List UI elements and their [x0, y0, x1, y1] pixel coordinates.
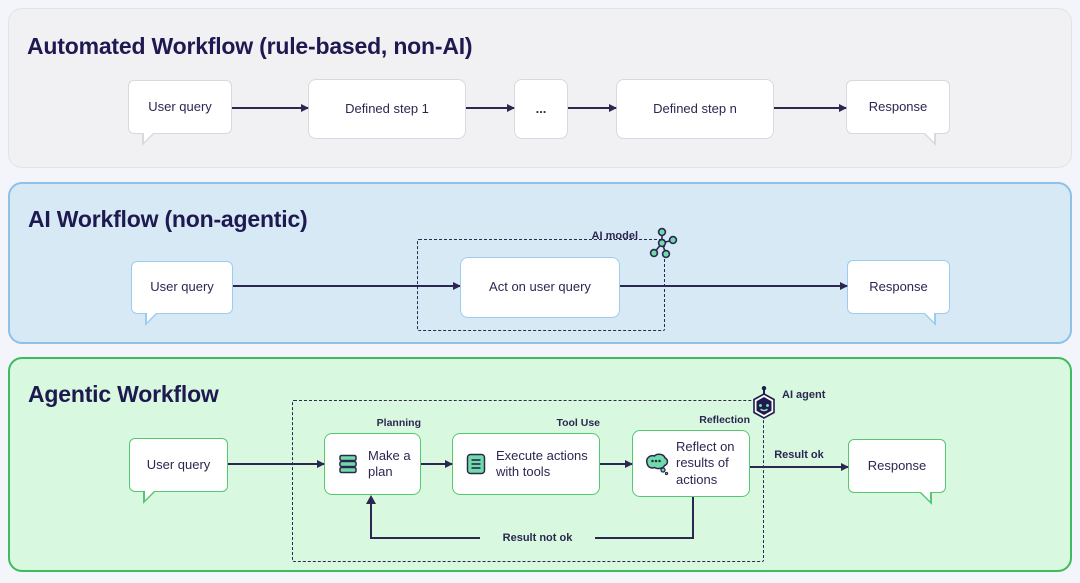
arrow-userquery-to-act	[233, 285, 460, 287]
agentic-execute-label: Execute actions with tools	[496, 447, 588, 479]
arrow-userquery-to-step1	[232, 107, 308, 109]
ai-panel-title: AI Workflow (non-agentic)	[28, 206, 308, 232]
agentic-workflow-panel: Agentic Workflow User query Planning Mak…	[8, 357, 1072, 572]
automated-stepn-node: Defined step n	[616, 79, 774, 139]
automated-step1-label: Defined step 1	[345, 100, 429, 116]
automated-ellipsis-label: ...	[535, 100, 547, 116]
automated-response-bubble: Response	[846, 80, 950, 146]
arrow-stepn-to-response	[774, 107, 846, 109]
arrow-step1-to-ellipsis	[466, 107, 514, 109]
agentic-execute-node: Execute actions with tools	[452, 433, 600, 495]
loop-down-line	[692, 497, 694, 539]
automated-stepn-label: Defined step n	[653, 100, 737, 116]
plan-stack-icon	[339, 454, 357, 474]
result-not-ok-label: Result not ok	[480, 531, 595, 546]
ai-agent-dashed-boundary	[292, 400, 764, 562]
agentic-reflect-label: Reflect on results of actions	[676, 439, 735, 487]
reflect-thought-cloud-icon	[645, 453, 669, 475]
automated-panel-title: Automated Workflow (rule-based, non-AI)	[27, 33, 473, 59]
arrow-execute-to-reflect	[600, 463, 632, 465]
ai-model-label: AI model	[591, 230, 638, 242]
ai-workflow-panel: AI Workflow (non-agentic) User query Act…	[8, 182, 1072, 344]
automated-user-query-label: User query	[148, 98, 212, 114]
ai-model-icon	[649, 227, 678, 259]
automated-user-query-bubble: User query	[128, 80, 232, 146]
ai-response-bubble: Response	[847, 260, 950, 326]
arrow-userquery-to-plan	[228, 463, 324, 465]
agentic-plan-node: Make a plan	[324, 433, 421, 495]
ai-user-query-bubble: User query	[131, 261, 233, 326]
tools-document-icon	[466, 453, 486, 475]
agentic-response-label: Response	[867, 457, 927, 473]
tool-use-step-label: Tool Use	[556, 417, 600, 429]
ai-response-label: Response	[869, 278, 928, 294]
agentic-user-query-bubble: User query	[129, 438, 228, 504]
arrow-ellipsis-to-stepn	[568, 107, 616, 109]
planning-step-label: Planning	[376, 417, 421, 429]
ai-act-label: Act on user query	[489, 279, 591, 295]
loop-up-arrow	[366, 495, 376, 539]
automated-step1-node: Defined step 1	[308, 79, 466, 139]
agentic-response-bubble: Response	[848, 439, 946, 505]
agentic-panel-title: Agentic Workflow	[28, 381, 219, 407]
automated-workflow-panel: Automated Workflow (rule-based, non-AI) …	[8, 8, 1072, 168]
reflection-step-label: Reflection	[699, 414, 750, 426]
result-ok-label: Result ok	[774, 449, 824, 461]
arrow-plan-to-execute	[421, 463, 452, 465]
agentic-user-query-label: User query	[146, 456, 211, 472]
arrow-act-to-response	[620, 285, 847, 287]
ai-agent-label: AI agent	[782, 389, 826, 401]
ai-act-node: Act on user query	[460, 257, 620, 318]
automated-response-label: Response	[868, 98, 928, 114]
arrow-reflect-to-response	[750, 466, 848, 468]
agentic-plan-label: Make a plan	[368, 447, 411, 479]
automated-ellipsis-node: ...	[514, 79, 568, 139]
ai-agent-icon	[753, 386, 775, 419]
agentic-reflect-node: Reflect on results of actions	[632, 430, 750, 497]
ai-user-query-label: User query	[150, 279, 214, 295]
